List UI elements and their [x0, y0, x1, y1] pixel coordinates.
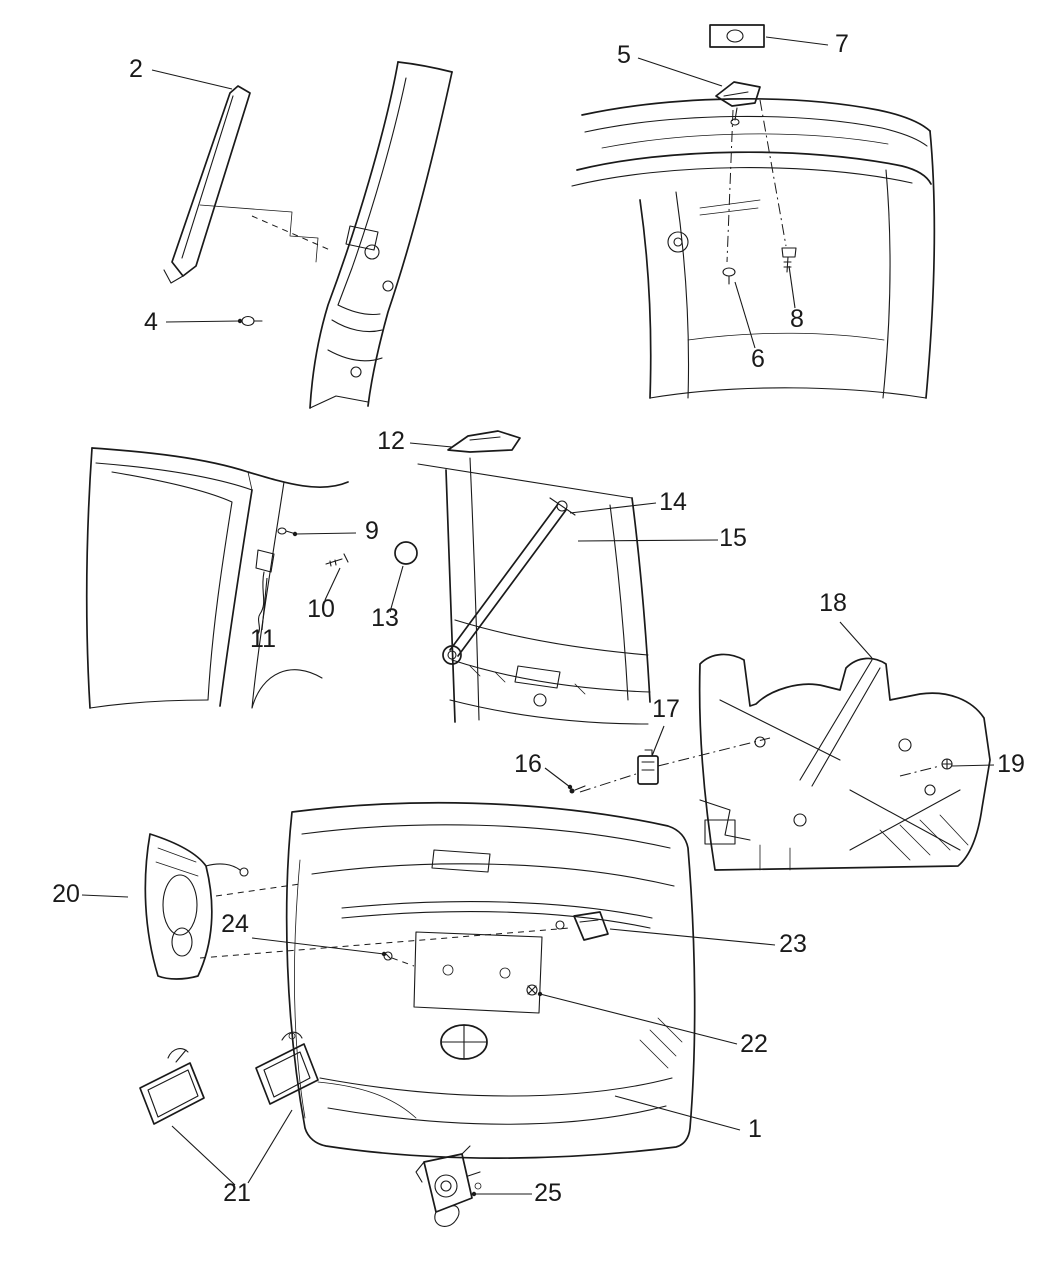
callout-8: 8	[790, 305, 804, 333]
callout-23: 23	[779, 930, 807, 958]
bumper-part-13	[394, 541, 418, 565]
callout-5: 5	[617, 41, 631, 69]
callout-15: 15	[719, 524, 747, 552]
section-pillar-applique	[163, 61, 453, 409]
callout-10: 10	[307, 595, 335, 623]
handle-part-21b	[255, 1043, 319, 1105]
pin-part-16	[569, 788, 575, 794]
section-liftgate-panel	[139, 801, 696, 1227]
callout-18: 18	[819, 589, 847, 617]
strut-part-14	[449, 503, 567, 657]
callout-6: 6	[751, 345, 765, 373]
callout-4: 4	[144, 308, 158, 336]
callout-21: 21	[223, 1179, 251, 1207]
bracket-part-11	[255, 549, 275, 573]
section-liftgate-strut	[394, 430, 651, 725]
callout-24: 24	[221, 910, 249, 938]
callout-17: 17	[652, 695, 680, 723]
callout-14: 14	[659, 488, 687, 516]
callout-11: 11	[250, 625, 276, 653]
callout-19: 19	[997, 750, 1025, 778]
callout-9: 9	[365, 517, 379, 545]
striker-part-17	[637, 755, 659, 785]
clip-part-4	[241, 315, 255, 327]
fastener-box-part-7	[709, 24, 765, 48]
callout-16: 16	[514, 750, 542, 778]
callout-leaders	[81, 36, 995, 1197]
callout-1: 1	[748, 1115, 762, 1143]
liftgate-panel-part-1	[285, 801, 696, 1159]
taillamp-part-20	[144, 833, 213, 980]
clip-part-9	[277, 527, 287, 535]
section-quarter-left	[85, 447, 349, 709]
clip-part-22	[526, 984, 538, 996]
callout-12: 12	[377, 427, 405, 455]
wedge-part-23	[573, 911, 609, 941]
section-roof-hinge	[571, 24, 936, 399]
callout-2: 2	[129, 55, 143, 83]
section-body-rear-quarter	[569, 653, 991, 871]
callout-labels: 2 4 5 7 8 6 12 14 15 9 10 11 13 18 17 16…	[52, 30, 1025, 1207]
latch-part-25	[423, 1153, 473, 1213]
callout-7: 7	[835, 30, 849, 58]
hinge-part-12	[447, 430, 521, 453]
screw-part-10	[325, 553, 349, 567]
hinge-part-5	[715, 81, 761, 107]
callout-22: 22	[740, 1030, 768, 1058]
handle-part-21a	[139, 1062, 205, 1125]
callout-20: 20	[52, 880, 80, 908]
applique-part	[171, 85, 251, 277]
bolt-part-8	[781, 247, 797, 258]
clip-part-6	[722, 267, 736, 277]
callout-25: 25	[534, 1179, 562, 1207]
callout-13: 13	[371, 604, 399, 632]
